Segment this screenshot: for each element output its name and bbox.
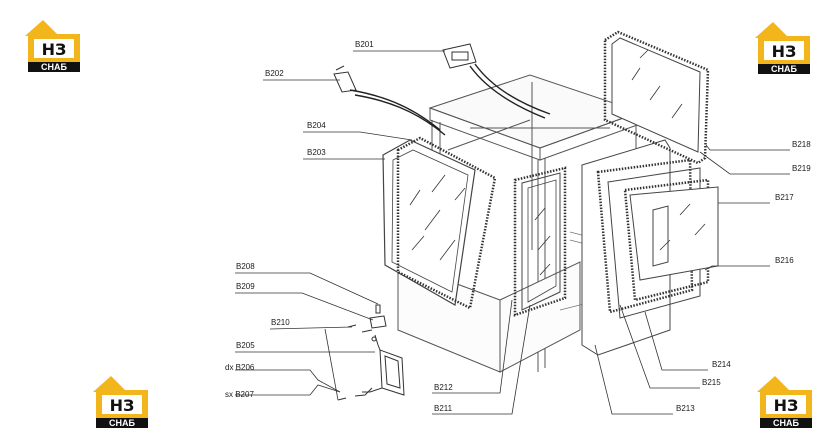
logo-text: НЗ	[110, 396, 135, 415]
rear-window-seal-b204	[396, 136, 497, 310]
logo-text: НЗ	[42, 40, 67, 59]
logo-sub: СНАБ	[773, 418, 799, 428]
label-b207: sx B207	[225, 390, 254, 399]
door-glass-reflections	[534, 207, 551, 276]
side-window-seal-b216	[623, 178, 710, 302]
rear-window-frame-b203	[382, 139, 476, 306]
logo-sub: СНАБ	[41, 62, 67, 72]
logo-sub: СНАБ	[771, 64, 797, 74]
label-b218: B218	[792, 140, 811, 149]
label-b209: B209	[236, 282, 255, 291]
roof-window-seal-b218	[603, 30, 710, 165]
wiring	[349, 63, 551, 136]
clip-b202	[333, 65, 357, 93]
bolts-b210	[337, 324, 373, 401]
roof-window-glass-b219	[611, 37, 701, 153]
label-b205: B205	[236, 341, 255, 350]
label-b219: B219	[792, 164, 811, 173]
logo-text: НЗ	[774, 396, 799, 415]
logo-sub: СНАБ	[109, 418, 135, 428]
label-b211: B211	[434, 404, 453, 413]
label-b217: B217	[775, 193, 794, 202]
mirror-b206-b207	[354, 334, 405, 397]
rear-glass-reflections	[409, 174, 466, 261]
label-b216: B216	[775, 256, 794, 265]
label-b208: B208	[236, 262, 255, 271]
brand-logo-top-left: НЗ СНАБ	[25, 20, 80, 72]
label-b204: B204	[307, 121, 326, 130]
logo-text: НЗ	[772, 42, 797, 61]
side-window-glass-b215	[607, 167, 701, 319]
door-glass-b212	[521, 172, 561, 311]
label-b201: B201	[355, 40, 374, 49]
light-fixture-b201	[442, 43, 477, 69]
screw-b208	[375, 304, 381, 314]
label-b214: B214	[712, 360, 731, 369]
side-window-seal-b214	[596, 158, 694, 314]
label-b212: B212	[434, 383, 453, 392]
leader-lines	[235, 50, 790, 415]
side-glass-reflections	[659, 203, 706, 251]
roof-glass-reflections	[631, 49, 683, 119]
bracket-b209	[369, 315, 387, 329]
label-b215: B215	[702, 378, 721, 387]
label-b203: B203	[307, 148, 326, 157]
sliding-glass-b217	[629, 186, 719, 281]
label-b206: dx B206	[225, 363, 255, 372]
label-b202: B202	[265, 69, 284, 78]
brand-logo-bottom-left: НЗ СНАБ	[93, 376, 148, 428]
label-b210: B210	[271, 318, 290, 327]
door-seal-b211	[513, 166, 567, 317]
brand-logo-top-right: НЗ СНАБ	[755, 22, 810, 74]
label-b213: B213	[676, 404, 695, 413]
part-labels: B201 B202 B204 B203 B208 B209 B210 B205 …	[225, 40, 811, 413]
brand-logo-bottom-right: НЗ СНАБ	[757, 376, 812, 428]
